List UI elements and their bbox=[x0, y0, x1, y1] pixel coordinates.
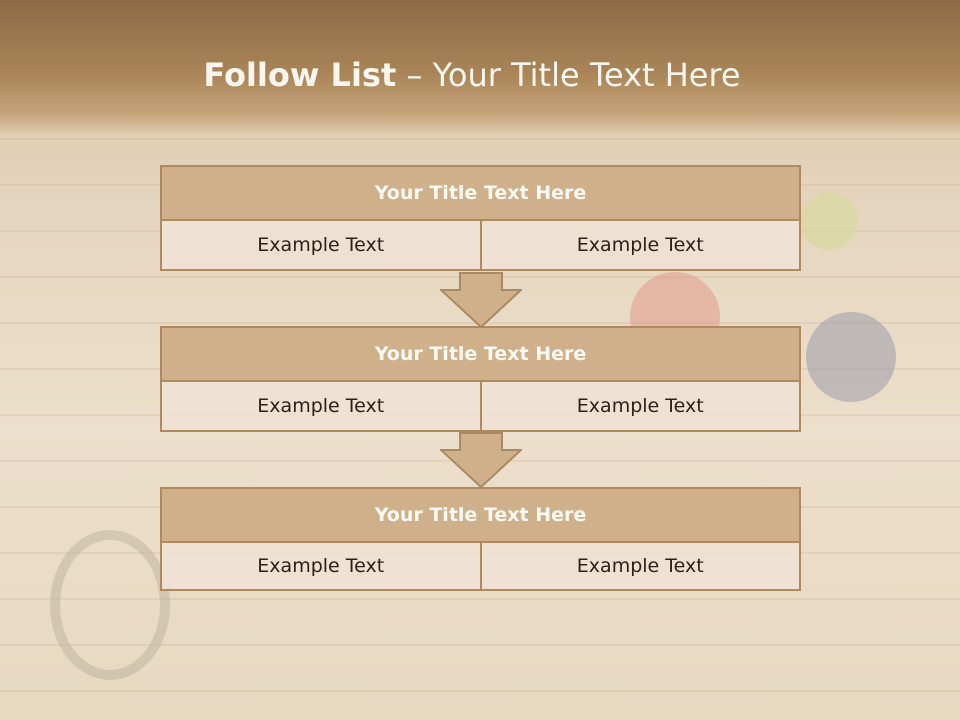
step-cell-left: Example Text bbox=[162, 382, 480, 430]
step-block-3: Your Title Text Here Example Text Exampl… bbox=[160, 487, 801, 591]
step-block-2: Your Title Text Here Example Text Exampl… bbox=[160, 326, 801, 432]
down-arrow-icon bbox=[440, 272, 522, 328]
step-cell-right: Example Text bbox=[479, 382, 799, 430]
title-rest: – Your Title Text Here bbox=[396, 56, 741, 94]
step-heading: Your Title Text Here bbox=[160, 487, 801, 543]
step-row: Example Text Example Text bbox=[160, 543, 801, 591]
button-decoration bbox=[800, 192, 858, 250]
button-decoration bbox=[806, 312, 896, 402]
header-band bbox=[0, 0, 960, 135]
scissors-ring-decoration bbox=[50, 530, 170, 680]
step-row: Example Text Example Text bbox=[160, 382, 801, 432]
title-bold: Follow List bbox=[203, 56, 397, 94]
down-arrow-icon bbox=[440, 432, 522, 488]
step-row: Example Text Example Text bbox=[160, 221, 801, 271]
step-heading: Your Title Text Here bbox=[160, 165, 801, 221]
step-cell-left: Example Text bbox=[162, 543, 480, 589]
step-heading: Your Title Text Here bbox=[160, 326, 801, 382]
step-cell-right: Example Text bbox=[479, 221, 799, 269]
step-cell-right: Example Text bbox=[479, 543, 799, 589]
slide-title: Follow List – Your Title Text Here bbox=[0, 56, 944, 94]
step-block-1: Your Title Text Here Example Text Exampl… bbox=[160, 165, 801, 271]
step-cell-left: Example Text bbox=[162, 221, 480, 269]
